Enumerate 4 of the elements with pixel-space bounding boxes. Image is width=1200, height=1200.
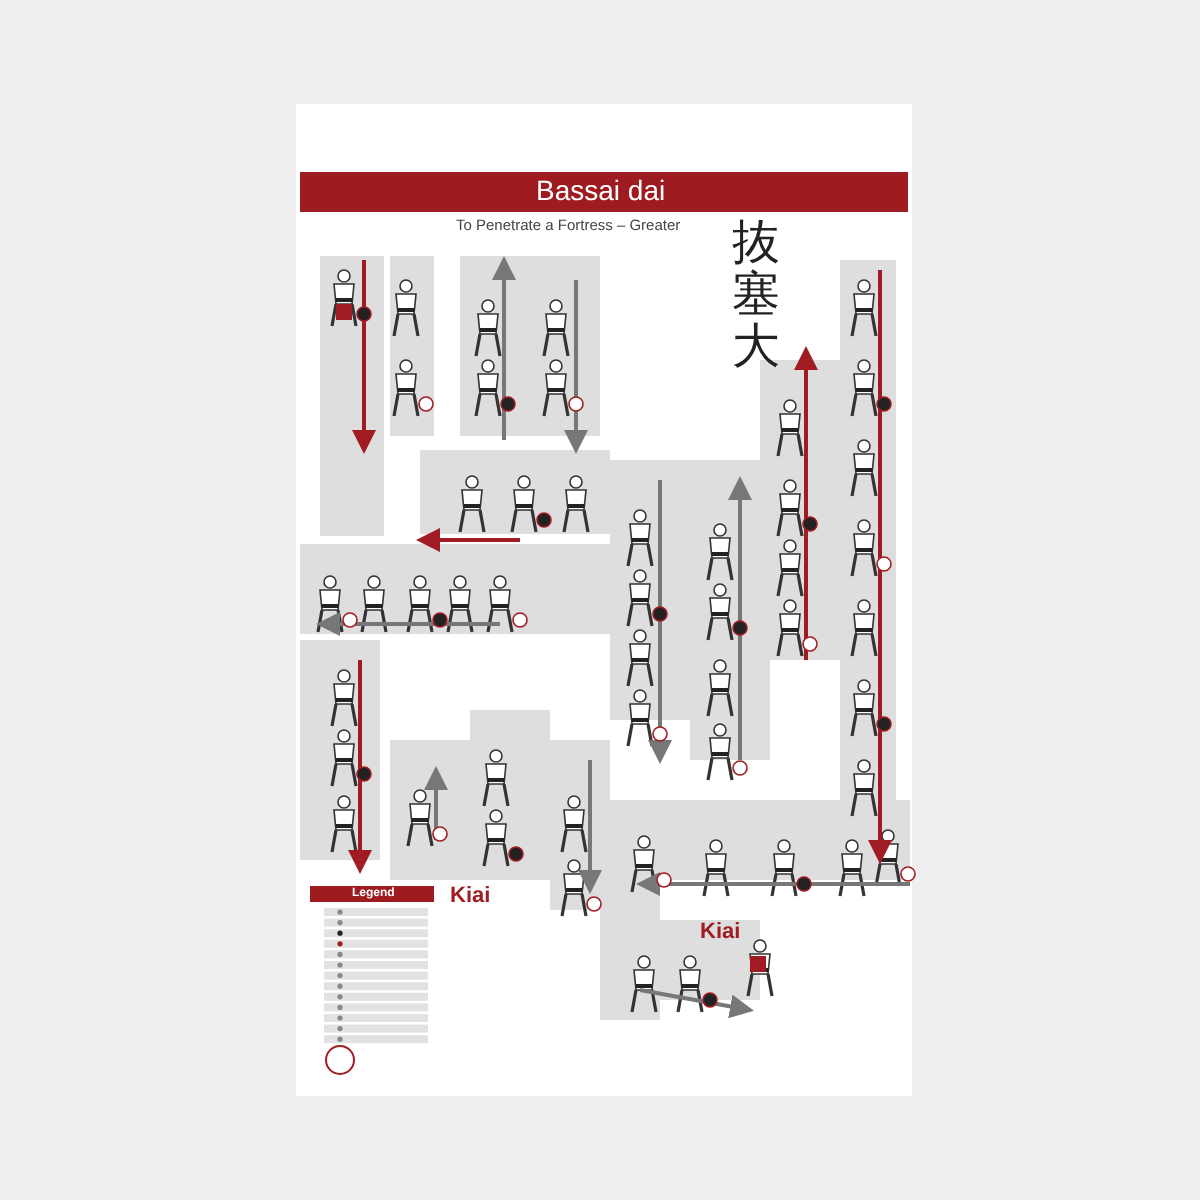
kiai-label: Kiai (700, 920, 741, 944)
kanji-title: 抜塞大 (732, 216, 782, 372)
kiai-label: Kiai (450, 884, 491, 908)
title: Bassai dai (536, 174, 666, 206)
